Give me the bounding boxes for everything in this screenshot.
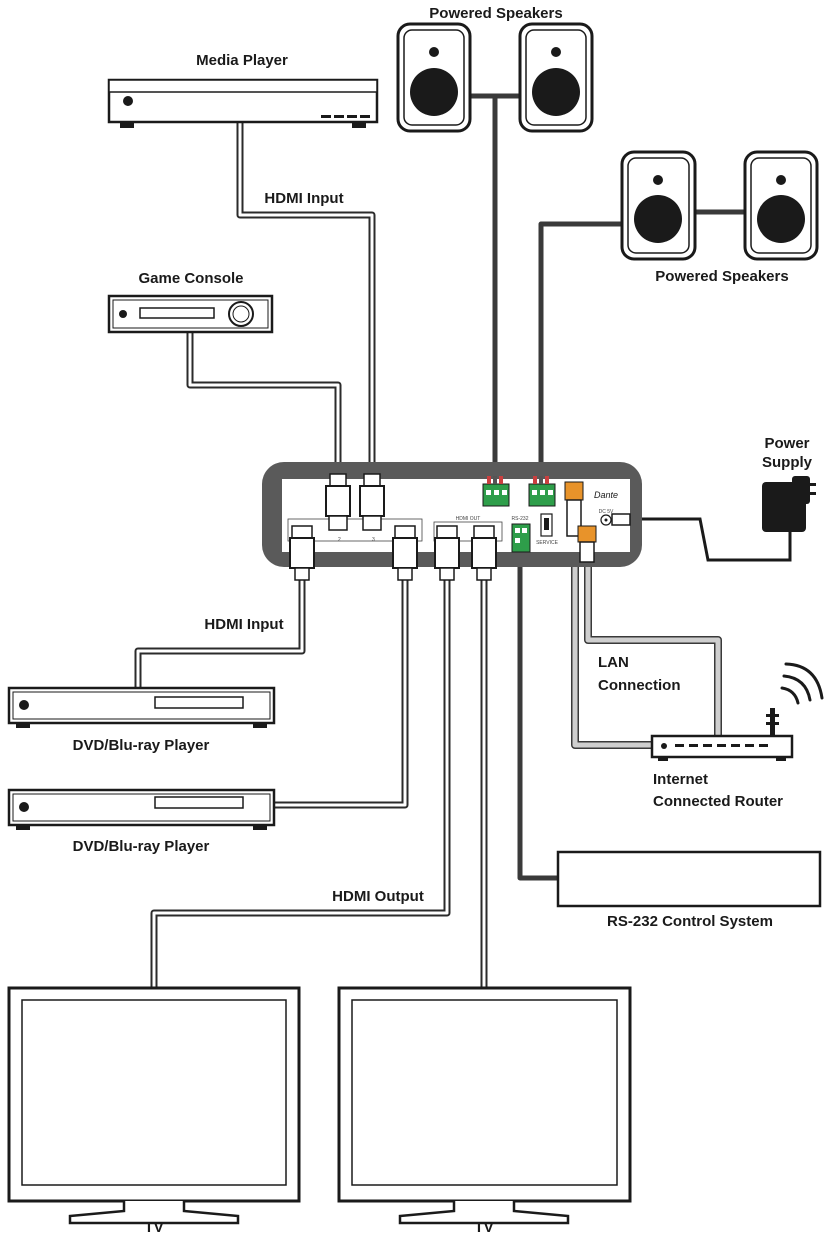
hdmi-plug-icon: [289, 525, 315, 581]
dc-label: DC 5V: [599, 509, 614, 515]
game-console-hdmi-cable: [186, 332, 342, 482]
game-console-icon: [107, 294, 274, 334]
label-router-line1: Internet: [653, 771, 708, 788]
label-power-line1: Power: [764, 435, 809, 452]
rj45-connector-icon: [577, 525, 597, 563]
rs232-cable: [517, 560, 558, 881]
hdmi-plug-icon: [325, 473, 351, 531]
label-rs232: RS-232 Control System: [607, 913, 773, 930]
label-lan-line2: Connection: [598, 677, 681, 694]
rs232-terminal-icon: [511, 523, 531, 553]
hdmi-plug-icon: [434, 525, 460, 581]
rs232-control-system-icon: [556, 850, 822, 908]
port-label-2: 2: [338, 537, 341, 543]
speaker-pair-top: [396, 22, 594, 133]
label-hdmi-input-left: HDMI Input: [204, 616, 283, 633]
tv-1-hdmi-cable: [150, 578, 451, 988]
label-powered-speakers-right: Powered Speakers: [655, 268, 788, 285]
service-label: SERVICE: [536, 540, 559, 546]
rs232-port-label: RS-232: [512, 516, 529, 522]
label-game-console: Game Console: [138, 270, 243, 287]
tv-2-icon: [337, 986, 632, 1225]
speaker-top-cable: [470, 93, 520, 470]
label-router-line2: Connected Router: [653, 793, 783, 810]
dvd-2-hdmi-cable: [274, 578, 409, 809]
label-media-player: Media Player: [196, 52, 288, 69]
router-icon: [650, 708, 794, 761]
label-dvd-player-1: DVD/Blu-ray Player: [73, 737, 210, 754]
dvd-player-2-icon: [7, 788, 276, 830]
dante-logo: Dante: [594, 490, 618, 500]
wifi-signal-icon: [780, 662, 824, 705]
speaker-icon: [620, 150, 697, 261]
speaker-icon: [396, 22, 472, 133]
speaker-right-cable: [538, 209, 745, 470]
hdmi-plug-icon: [359, 473, 385, 531]
label-power-line2: Supply: [762, 454, 813, 471]
terminal-block-icon: [528, 476, 556, 507]
hdmi-plug-icon: [392, 525, 418, 581]
dvd-1-hdmi-cable: [134, 578, 306, 688]
hdmi-plug-icon: [471, 525, 497, 581]
media-player-icon: [107, 78, 379, 128]
dvd-player-1-icon: [7, 686, 276, 728]
port-label-3: 3: [372, 537, 375, 543]
speaker-icon: [743, 150, 819, 261]
label-dvd-player-2: DVD/Blu-ray Player: [73, 838, 210, 855]
power-plug-icon: [611, 513, 631, 526]
hdmi-out-label: HDMI OUT: [456, 516, 481, 522]
label-tv-2: TV: [474, 1219, 493, 1234]
speaker-icon: [518, 22, 594, 133]
power-cable: [628, 517, 792, 562]
tv-1-icon: [7, 986, 301, 1225]
speaker-pair-right: [620, 150, 819, 261]
label-powered-speakers-top: Powered Speakers: [429, 5, 562, 22]
terminal-block-icon: [482, 476, 510, 507]
label-lan-line1: LAN: [598, 654, 629, 671]
label-hdmi-input-top: HDMI Input: [264, 190, 343, 207]
label-tv-1: TV: [144, 1219, 163, 1234]
label-hdmi-output: HDMI Output: [332, 888, 424, 905]
lan-cable: [571, 545, 722, 749]
power-adapter-icon: [762, 476, 816, 532]
media-player-hdmi-cable: [236, 122, 376, 482]
